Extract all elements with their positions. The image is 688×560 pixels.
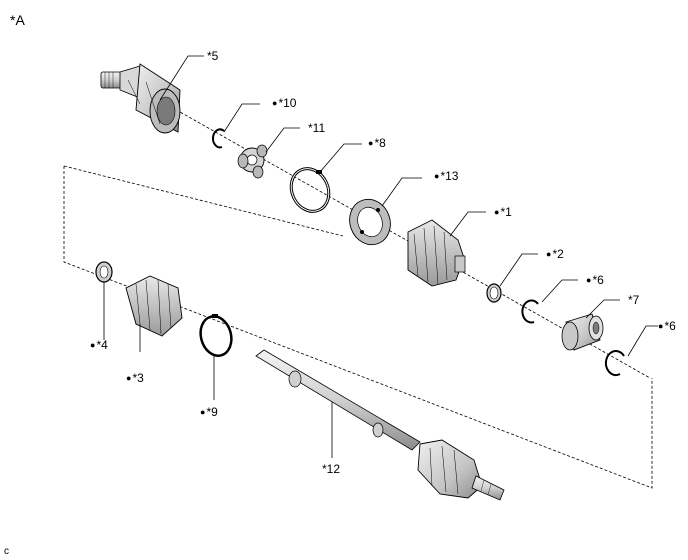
inboard-joint-tulip (100, 63, 181, 134)
callout-10-text: *10 (278, 96, 297, 110)
callout-2: ●*2 (546, 247, 564, 261)
leader-6b (627, 325, 658, 357)
leader-6a (541, 279, 578, 303)
assembly-frame-dashed (63, 166, 653, 489)
callout-1-text: *1 (500, 205, 512, 219)
callout-11: *11 (308, 121, 325, 135)
snap-ring-10 (211, 128, 225, 149)
outboard-joint-7 (561, 313, 604, 351)
snap-ring-6-upper (521, 299, 539, 324)
callout-1: ●*1 (494, 205, 512, 219)
boot-clamp-9 (199, 314, 233, 357)
tripod-joint (237, 144, 268, 179)
boot-1 (407, 219, 466, 287)
callout-7: *7 (628, 293, 639, 307)
leader-7 (585, 299, 620, 319)
upper-axis-line (149, 94, 651, 379)
callout-12-text: *12 (322, 462, 341, 476)
callout-3: ●*3 (126, 371, 144, 385)
bullet-mark: ● (200, 407, 206, 417)
bullet-mark: ● (586, 275, 592, 285)
frame-top-dashed (63, 165, 344, 237)
bullet-mark: ● (368, 138, 374, 148)
leader-10 (223, 103, 260, 133)
callout-6-lower: ●*6 (658, 319, 676, 333)
callout-8: ●*8 (368, 136, 386, 150)
bullet-mark: ● (494, 207, 500, 217)
leader-5 (159, 55, 204, 101)
leader-11 (265, 127, 300, 153)
bullet-mark: ● (126, 373, 132, 383)
callout-10: ●*10 (272, 96, 296, 110)
callout-4-text: *4 (96, 338, 108, 352)
footer-code: c (4, 546, 9, 557)
callout-2-text: *2 (552, 247, 564, 261)
bullet-mark: ● (90, 340, 96, 350)
callout-9-text: *9 (206, 405, 218, 419)
callout-9: ●*9 (200, 405, 218, 419)
callout-11-text: *11 (308, 121, 326, 135)
callout-4: ●*4 (90, 338, 108, 352)
leader-1 (449, 211, 486, 237)
snap-ring-6-lower (604, 350, 625, 377)
bullet-mark: ● (658, 321, 664, 331)
callout-6-lower-text: *6 (664, 319, 676, 333)
callout-5: *5 (207, 49, 218, 63)
bullet-mark: ● (272, 98, 278, 108)
boot-clamp-2 (486, 283, 502, 303)
leader-8 (319, 143, 362, 173)
callout-8-text: *8 (374, 136, 386, 150)
damper-ring-13 (349, 198, 391, 246)
leader-lines (103, 55, 658, 458)
bullet-mark: ● (546, 249, 552, 259)
bullet-mark: ● (434, 171, 440, 181)
callout-6-upper: ●*6 (586, 273, 604, 287)
boot-clamp-4 (95, 261, 113, 283)
callout-3-text: *3 (132, 371, 144, 385)
callout-13-text: *13 (440, 169, 459, 183)
callout-7-text: *7 (628, 293, 640, 307)
callout-12: *12 (322, 462, 340, 476)
leader-13 (381, 177, 422, 207)
drive-shaft-12 (255, 349, 505, 501)
callout-6-upper-text: *6 (592, 273, 604, 287)
callout-13: ●*13 (434, 169, 458, 183)
boot-clamp-8 (289, 167, 331, 213)
callout-5-text: *5 (207, 49, 219, 63)
view-label: *A (10, 12, 25, 28)
boot-3 (125, 275, 183, 337)
leader-2 (499, 253, 538, 287)
